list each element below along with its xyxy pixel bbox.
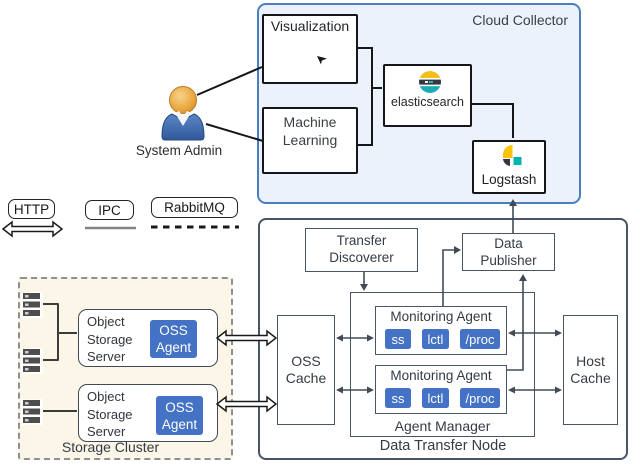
oss1-line2: Storage [87,331,133,347]
oss-cache-box: OSS Cache [277,315,335,425]
legend-rabbitmq-chip: RabbitMQ [151,197,238,218]
object-storage-server-box-1: Object Storage Server OSS Agent [78,309,218,367]
oss1-line3: Server [87,349,126,364]
oss2-line1: Object [87,389,125,404]
oss-agent-badge-line2: Agent [161,416,198,432]
proc-badge: /proc [460,388,500,408]
data-transfer-node-title: Data Transfer Node [379,438,507,454]
legend-http-label: HTTP [13,201,50,217]
elasticsearch-logo-icon [418,70,442,99]
lctl-badge: lctl [422,329,449,349]
machine-learning-label-line1: Machine [283,114,337,130]
data-publisher-line1: Data [494,236,523,251]
oss1-line1: Object [87,314,125,329]
agent-manager-label: Agent Manager [394,418,491,434]
legend-http-arrow [1,220,64,238]
host-cache-box: Host Cache [563,315,618,425]
system-admin-label: System Admin [135,143,223,158]
visualization-label: Visualization [270,18,350,34]
storage-cluster-title: Storage Cluster [61,439,160,455]
admin-to-machine-learning-line [205,123,264,142]
object-storage-server-box-2: Object Storage Server OSS Agent [78,384,218,442]
oss2-line3: Server [87,424,126,439]
elasticsearch-label: elasticsearch [391,95,464,109]
server-rack-icon [21,399,43,430]
oss-agent-badge-line1: OSS [159,323,188,338]
transfer-discoverer-box: Transfer Discoverer [305,228,418,272]
logstash-box: Logstash [472,140,546,194]
legend-rabbitmq-label: RabbitMQ [164,200,225,215]
oss2-line2: Storage [87,406,133,422]
visualization-box: Visualization [262,14,358,84]
oss-cache-line2: Cache [285,370,327,386]
person-icon [157,82,207,147]
ss-badge: ss [385,329,411,349]
transfer-discoverer-line1: Transfer [336,233,387,248]
host-cache-line1: Host [576,353,605,369]
proc-badge: /proc [460,329,500,349]
transfer-discoverer-line2: Discoverer [329,250,394,265]
oss-cache-line1: OSS [291,353,321,369]
machine-learning-box: Machine Learning [262,107,358,174]
oss-agent-badge-line2: Agent [155,340,192,355]
server-rack-icon [21,292,43,323]
monitoring-agent-box-2: Monitoring Agent ss lctl /proc [375,365,507,414]
legend-http-chip: HTTP [8,199,55,219]
ss-badge: ss [385,388,411,408]
monitoring-agent-2-title: Monitoring Agent [390,368,492,383]
oss-agent-badge-line1: OSS [165,399,194,415]
oss-agent-badge: OSS Agent [150,320,197,358]
elasticsearch-box: elasticsearch [383,64,472,127]
host-cache-line2: Cache [570,370,611,386]
data-publisher-line2: Publisher [480,253,537,268]
server-rack-icon [21,348,43,379]
data-publisher-box: Data Publisher [462,233,555,271]
lctl-badge: lctl [422,388,449,408]
legend-ipc-label: IPC [98,202,121,218]
monitoring-agent-1-title: Monitoring Agent [390,309,492,324]
machine-learning-label-line2: Learning [282,132,338,148]
oss-agent-badge: OSS Agent [156,396,203,435]
monitoring-agent-box-1: Monitoring Agent ss lctl /proc [375,306,507,355]
cloud-collector-title: Cloud Collector [472,12,568,28]
logstash-label: Logstash [481,172,537,187]
legend-ipc-chip: IPC [85,200,134,220]
logstash-logo-icon [498,144,523,174]
